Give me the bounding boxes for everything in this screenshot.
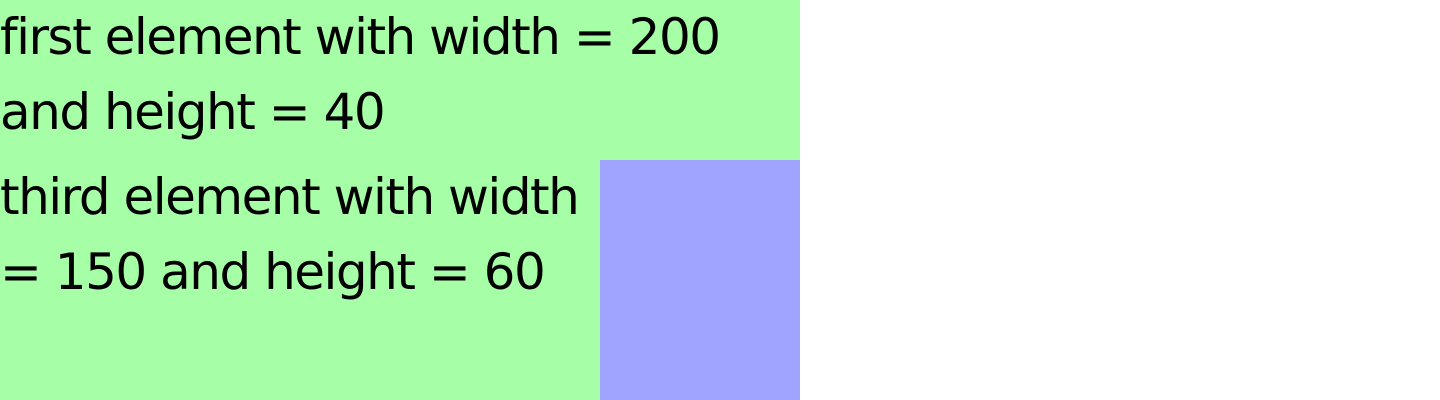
first-element-box: first element with width = 200 and heigh… <box>0 0 800 160</box>
third-element-box: third element with width = 150 and heigh… <box>0 160 600 400</box>
third-element-label: third element with width = 150 and heigh… <box>0 168 580 301</box>
first-element-label: first element with width = 200 and heigh… <box>0 8 721 141</box>
second-element-box <box>600 160 800 400</box>
